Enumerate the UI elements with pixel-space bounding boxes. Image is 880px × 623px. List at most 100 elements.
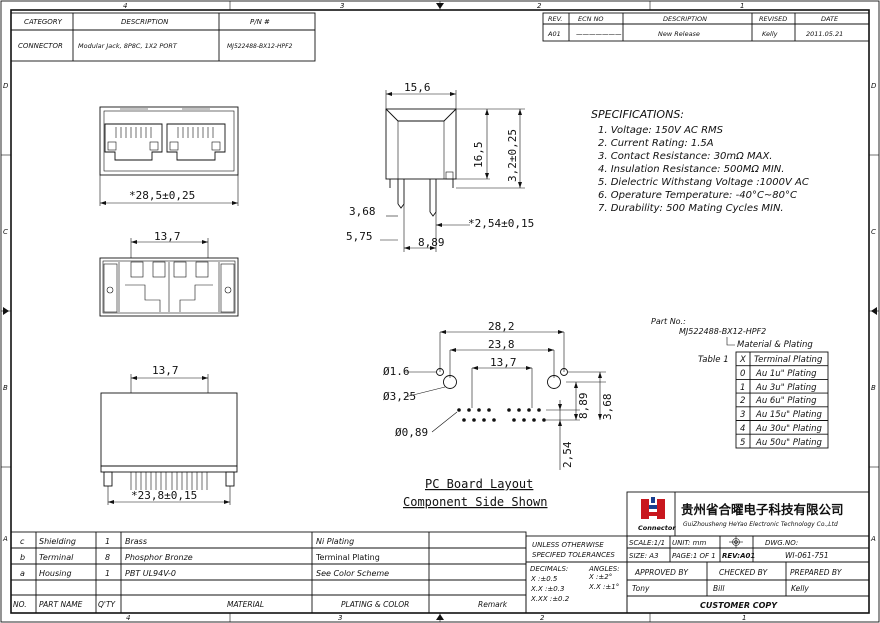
- bom-row-a-name: Housing: [39, 569, 72, 578]
- plating-header-terminal: Terminal Plating: [754, 355, 823, 365]
- rev-block-value: REV:A01: [722, 552, 755, 560]
- tol-title-1: UNLESS OTHERWISE: [532, 541, 604, 549]
- part-no-label: Part No.:: [651, 317, 686, 326]
- bom-row-a-qty: 1: [105, 569, 110, 578]
- plating-row-0-value: Au 1u" Plating: [755, 369, 817, 379]
- category-block: [10, 12, 316, 62]
- pcb-caption-2: Component Side Shown: [403, 495, 548, 509]
- rev-header: REV.: [548, 15, 562, 23]
- spec-item-6: 6. Operature Temperature: -40°C~80°C: [598, 190, 797, 201]
- tol-dec-xx: X.X :±0.3: [530, 585, 564, 593]
- zone-bottom-1: 1: [742, 614, 746, 622]
- dim-side-a: 3,68: [349, 205, 376, 218]
- bom-row-b-material: Phosphor Bronze: [125, 553, 193, 562]
- plating-label: Material & Plating: [737, 340, 813, 350]
- bom-row-a-no: a: [20, 569, 25, 578]
- plating-row-3-value: Au 15u" Plating: [755, 410, 822, 420]
- spec-title: SPECIFICATIONS:: [591, 108, 684, 121]
- bom-row-a-material: PBT UL94V-0: [125, 569, 176, 578]
- revision-table: [542, 12, 870, 42]
- zone-right-C: C: [871, 228, 876, 236]
- bom-row-c-plating: Ni Plating: [316, 537, 354, 546]
- company-name-en: GuiZhousheng HeYao Electronic Technology…: [683, 521, 838, 528]
- dim-bottom-pitch: 13,7: [152, 364, 179, 377]
- dim-pcb-h2: 3,68: [601, 394, 614, 421]
- dim-pcb-d1: Ø1.6: [383, 365, 410, 378]
- pcb-layout: [404, 330, 606, 470]
- dim-pcb-w3: 13,7: [490, 356, 517, 369]
- zone-top-3: 3: [340, 2, 344, 10]
- zone-left-B: B: [3, 384, 8, 392]
- plating-row-0-x: 0: [740, 369, 745, 379]
- prepared-label: PREPARED BY: [790, 568, 843, 577]
- dwg-no-value: WI-061-751: [785, 551, 829, 560]
- spec-item-3: 3. Contact Resistance: 30mΩ MAX.: [598, 151, 772, 162]
- bom-table: [10, 531, 527, 614]
- dim-side-height: 16,5: [472, 142, 485, 169]
- size-value: SIZE: A3: [629, 552, 659, 560]
- title-block: [626, 535, 870, 614]
- plating-row-3-x: 3: [740, 410, 745, 420]
- checked-value: Bill: [713, 584, 725, 593]
- dim-side-pin: 3,2±0,25: [506, 129, 519, 182]
- zone-right-D: D: [871, 82, 877, 90]
- bom-row-b-name: Terminal: [39, 553, 74, 562]
- pn-header: P/N #: [250, 18, 270, 26]
- rear-view: [100, 374, 238, 505]
- plating-row-2-value: Au 6u" Plating: [755, 396, 817, 406]
- rev-desc-value: New Release: [658, 30, 700, 38]
- date-header: DATE: [821, 15, 839, 23]
- dim-pcb-d2: Ø3,25: [383, 390, 416, 403]
- revised-header: REVISED: [759, 15, 787, 23]
- bom-row-c-no: c: [20, 537, 25, 546]
- checked-label: CHECKED BY: [719, 568, 769, 577]
- spec-item-2: 2. Current Rating: 1.5A: [598, 138, 714, 149]
- spec-item-7: 7. Durability: 500 Mating Cycles MIN.: [598, 203, 784, 214]
- spec-item-1: 1. Voltage: 150V AC RMS: [598, 125, 724, 136]
- revised-value: Kelly: [762, 30, 778, 38]
- plating-row-4-x: 4: [740, 424, 745, 434]
- approved-label: APPROVED BY: [634, 568, 689, 577]
- company-logo-text: Connector: [638, 524, 676, 532]
- zone-left-A: A: [2, 535, 8, 543]
- category-header: CATEGORY: [24, 18, 63, 26]
- tol-dec-x: X :±0.5: [530, 575, 558, 583]
- ecn-header: ECN NO: [578, 15, 604, 23]
- plating-row-5-value: Au 50u" Plating: [755, 438, 822, 448]
- page-value: PAGE:1 OF 1: [672, 552, 716, 560]
- dim-side-pitch: *2,54±0,15: [468, 217, 534, 230]
- dim-side-c: 8,89: [418, 236, 445, 249]
- zone-top-1: 1: [740, 2, 744, 10]
- tol-dec-label: DECIMALS:: [530, 565, 568, 573]
- bom-header-plating: PLATING & COLOR: [341, 600, 409, 609]
- rev-value: A01: [547, 30, 561, 38]
- tol-ang-label: ANGLES:: [588, 565, 620, 573]
- tol-title-2: SPECIFED TOLERANCES: [532, 551, 615, 559]
- bom-header-no: NO.: [13, 600, 27, 609]
- zone-bottom-3: 3: [338, 614, 342, 622]
- dim-side-width: 15,6: [404, 81, 431, 94]
- pcb-caption-1: PC Board Layout: [425, 477, 533, 491]
- bom-row-b-qty: 8: [105, 553, 110, 562]
- company-logo: [641, 497, 665, 519]
- date-value: 2011.05.21: [806, 30, 843, 38]
- bom-header-remark: Remark: [478, 600, 508, 609]
- plating-table: [735, 351, 829, 449]
- bom-header-part-name: PART NAME: [39, 600, 83, 609]
- plating-row-4-value: Au 30u" Plating: [755, 424, 822, 434]
- bom-header-material: MATERIAL: [227, 600, 264, 609]
- spec-item-5: 5. Dielectric Withstang Voltage :1000V A…: [598, 177, 809, 188]
- dim-pcb-w1: 28,2: [488, 320, 515, 333]
- zone-top-2: 2: [537, 2, 542, 10]
- projection-symbol-icon: [729, 536, 743, 548]
- side-view: [380, 90, 525, 252]
- bottom-view: [99, 238, 239, 317]
- dim-pcb-h1: 8,89: [577, 393, 590, 420]
- scale-value: SCALE:1/1: [629, 539, 665, 547]
- bom-row-c-name: Shielding: [39, 537, 76, 546]
- tol-ang-x: X :±2°: [588, 573, 612, 581]
- description-value: Modular Jack, 8P8C, 1X2 PORT: [78, 42, 178, 50]
- tol-dec-xxx: X.XX :±0.2: [530, 595, 570, 603]
- prepared-value: Kelly: [791, 584, 809, 593]
